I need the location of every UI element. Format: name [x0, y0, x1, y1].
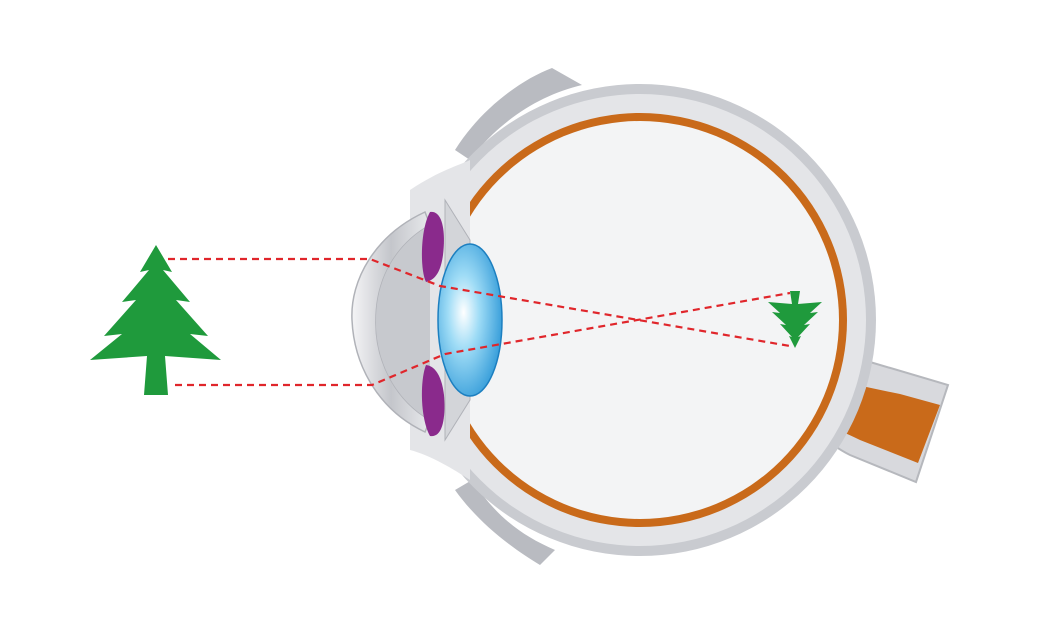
iris-upper [421, 211, 444, 282]
iris-lower [421, 365, 445, 437]
retinal-image-tree-icon [768, 291, 822, 348]
lower-eyelid [455, 480, 555, 565]
light-ray-bottom [175, 291, 791, 387]
lens [437, 243, 503, 397]
upper-eyelid [455, 68, 582, 160]
object-tree-icon [90, 245, 221, 395]
light-ray-top [168, 257, 791, 348]
anterior-chamber [375, 225, 430, 420]
